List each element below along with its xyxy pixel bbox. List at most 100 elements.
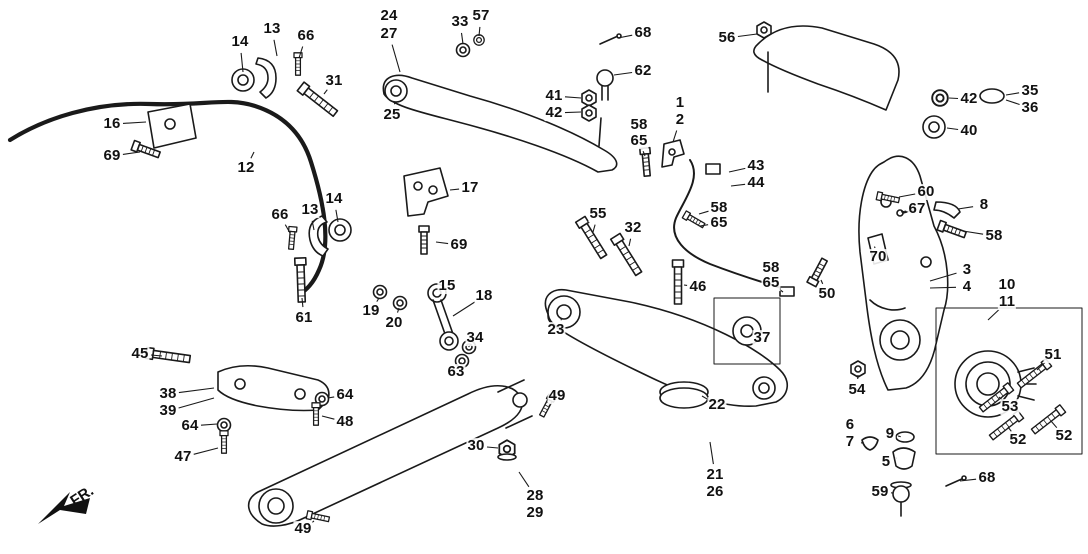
- leader-line: [929, 286, 957, 289]
- part-number-label: 58: [709, 199, 729, 217]
- part-number-label: 5: [880, 453, 892, 471]
- ball-joint-62: [596, 69, 614, 147]
- leader-line: [518, 471, 530, 488]
- leader-line: [460, 32, 464, 45]
- part-number-label: 27: [379, 25, 399, 43]
- part-number-label: 7: [844, 433, 856, 451]
- part-number-label: 31: [324, 72, 344, 90]
- part-number-label: 45: [130, 345, 150, 363]
- leader-line: [298, 46, 304, 59]
- stabilizer-bracket: [147, 103, 197, 149]
- part-number-label: 56: [717, 29, 737, 47]
- stabilizer-bar-assembly: [7, 52, 352, 303]
- leader-line: [701, 395, 708, 400]
- part-number-label: 41: [544, 87, 564, 105]
- part-number-label: 55: [588, 205, 608, 223]
- fr-arrow-icon: [38, 492, 90, 524]
- abs-sensor-harness-43-44: [673, 159, 795, 297]
- part-number-label: 21: [705, 466, 725, 484]
- part-number-label: 67: [907, 200, 927, 218]
- part-number-label: 18: [474, 287, 494, 305]
- ball-joint-59: [890, 481, 912, 517]
- leader-line: [435, 241, 449, 245]
- part-number-label: 38: [158, 385, 178, 403]
- leader-line: [560, 317, 563, 321]
- upper-arm-rear: [753, 25, 900, 111]
- leader-line: [699, 224, 709, 227]
- leader-line: [323, 89, 328, 95]
- leader-line: [564, 111, 582, 114]
- part-number-label: 57: [471, 7, 491, 25]
- leader-line: [564, 96, 582, 99]
- leader-line: [987, 309, 1000, 321]
- part-number-label: 42: [544, 104, 564, 122]
- leader-line: [311, 220, 315, 231]
- bracket-17: [403, 167, 449, 217]
- part-number-label: 34: [465, 329, 485, 347]
- leader-line: [728, 167, 746, 173]
- part-number-label: 66: [296, 27, 316, 45]
- part-number-label: 24: [379, 7, 399, 25]
- part-number-label: 58: [629, 116, 649, 134]
- part-number-label: 39: [158, 402, 178, 420]
- leader-line: [150, 354, 163, 357]
- leader-line: [737, 33, 758, 38]
- leader-line: [301, 297, 304, 308]
- leader-line: [672, 130, 678, 143]
- part-number-label: 58: [984, 227, 1004, 245]
- leader-line: [929, 272, 957, 282]
- leader-line: [900, 210, 907, 213]
- leader-line: [959, 478, 977, 482]
- leader-line: [439, 293, 442, 296]
- leader-line: [548, 404, 551, 407]
- part-number-label: 48: [335, 413, 355, 431]
- leader-line: [478, 26, 481, 37]
- part-number-label: 36: [1020, 99, 1040, 117]
- leader-line: [957, 206, 974, 210]
- part-number-label: 19: [361, 302, 381, 320]
- part-number-label: 25: [382, 106, 402, 124]
- part-number-label: 13: [262, 20, 282, 38]
- leader-line: [327, 396, 335, 399]
- part-number-label: 35: [1020, 82, 1040, 100]
- part-number-label: 28: [525, 487, 545, 505]
- leader-line: [1036, 362, 1046, 371]
- part-number-label: 54: [847, 381, 867, 399]
- boot-5: [892, 447, 916, 470]
- leader-line: [1005, 92, 1020, 96]
- bracket-38-39: [217, 364, 330, 412]
- leader-line: [1007, 426, 1012, 432]
- part-number-label: 8: [978, 196, 990, 214]
- part-number-label: 49: [547, 387, 567, 405]
- part-number-label: 47: [173, 448, 193, 466]
- leader-line: [898, 193, 916, 198]
- leader-line: [592, 224, 596, 233]
- part-number-label: 50: [817, 285, 837, 303]
- part-number-label: 46: [688, 278, 708, 296]
- leader-line: [250, 151, 255, 159]
- part-number-label: 68: [633, 24, 653, 42]
- leader-line: [897, 435, 901, 438]
- leader-line: [642, 150, 646, 157]
- part-number-label: 3: [961, 261, 973, 279]
- part-number-label: 9: [884, 425, 896, 443]
- boot-6-7: [861, 436, 879, 451]
- stabilizer-link-15-18: [427, 283, 459, 351]
- part-number-label: 6: [844, 416, 856, 434]
- part-number-label: 32: [623, 219, 643, 237]
- link-8: [933, 201, 961, 219]
- leader-line: [617, 34, 633, 39]
- leader-line: [321, 415, 335, 420]
- part-number-label: 59: [870, 483, 890, 501]
- leader-line: [122, 121, 147, 124]
- leader-line: [193, 447, 219, 455]
- upper-arm-front-assembly: [382, 33, 622, 173]
- part-number-label: 26: [705, 483, 725, 501]
- leader-line: [1050, 420, 1058, 429]
- part-number-label: 20: [384, 314, 404, 332]
- part-number-label: 16: [102, 115, 122, 133]
- leader-line: [946, 127, 959, 131]
- leader-line: [240, 52, 244, 73]
- part-number-label: 40: [959, 122, 979, 140]
- leader-line: [178, 397, 215, 409]
